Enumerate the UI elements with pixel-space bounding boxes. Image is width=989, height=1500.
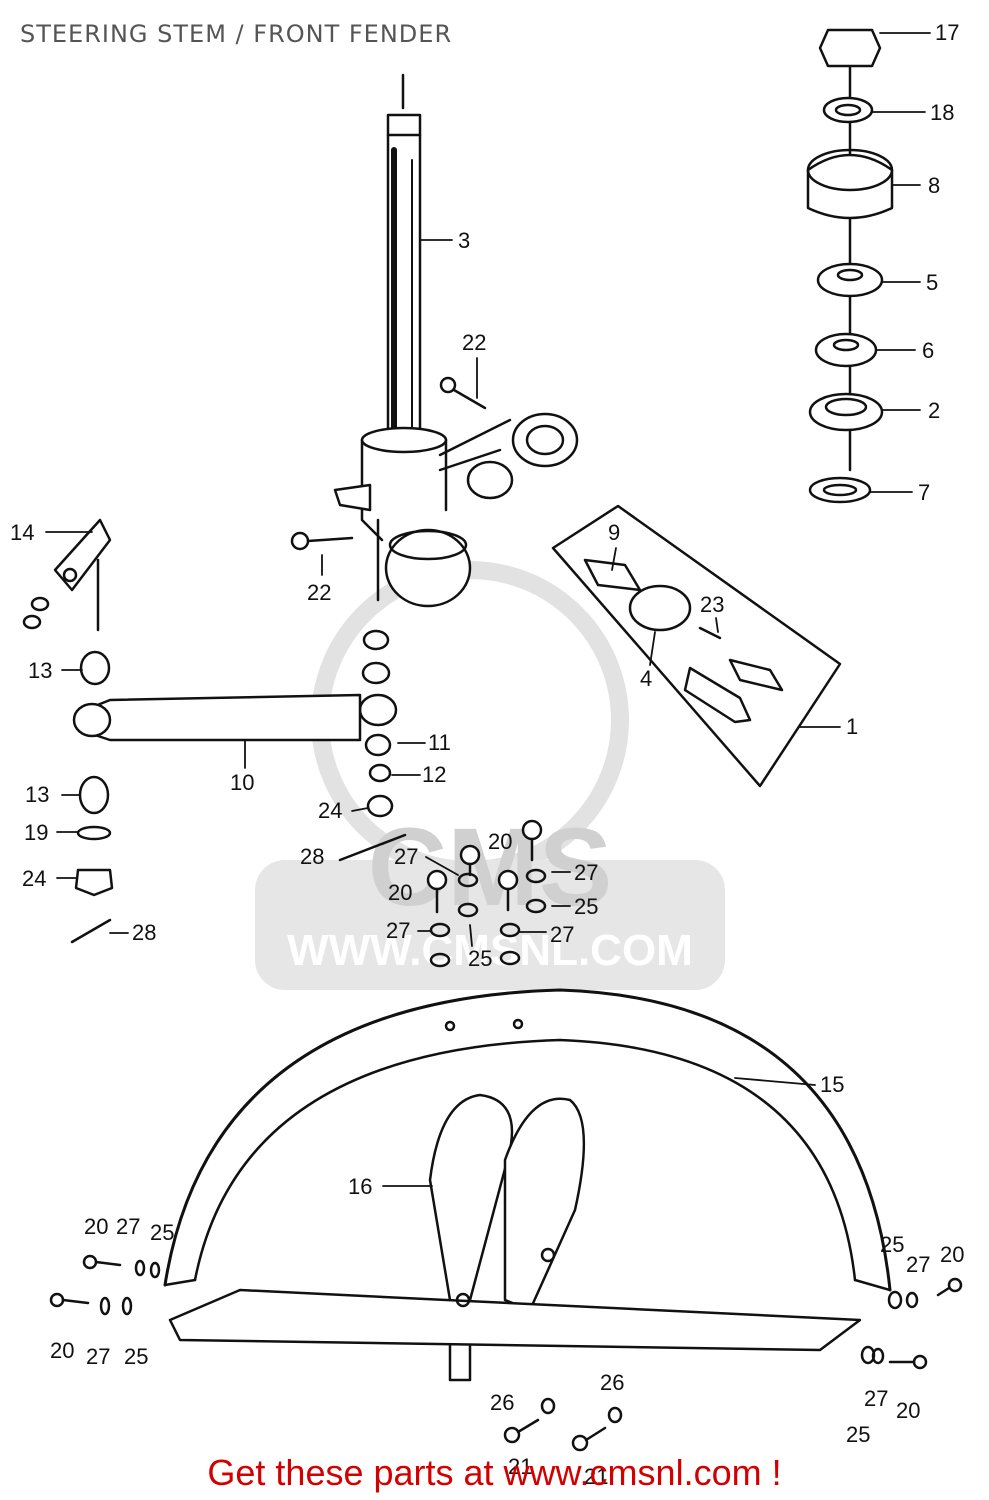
steering-bearing-stack (806, 28, 894, 504)
callout-25-f: 25 (846, 1422, 870, 1447)
callout-16: 16 (348, 1174, 372, 1199)
callout-4: 4 (640, 666, 652, 691)
callout-6: 6 (922, 338, 934, 363)
callout-27-c: 27 (386, 918, 410, 943)
watermark-brand: CMS (368, 806, 612, 929)
callout-1: 1 (846, 714, 858, 739)
callout-28-left: 28 (132, 920, 156, 945)
callout-17: 17 (935, 20, 959, 45)
callout-22-lower: 22 (307, 580, 331, 605)
fender-side-bolts (49, 1254, 963, 1452)
callout-25-b: 25 (468, 946, 492, 971)
bolt-cluster (426, 819, 547, 968)
callout-3: 3 (458, 228, 470, 253)
front-fender (163, 988, 892, 1292)
callout-20-b: 20 (388, 880, 412, 905)
callout-27-f: 27 (86, 1344, 110, 1369)
callout-12: 12 (422, 762, 446, 787)
steering-stem (333, 73, 579, 608)
callout-5: 5 (926, 270, 938, 295)
callout-23: 23 (700, 592, 724, 617)
watermark-logo: CMS WWW.CMSNL.COM (255, 561, 725, 990)
callout-24-upper: 24 (318, 798, 342, 823)
callout-18: 18 (930, 100, 954, 125)
callout-27-b: 27 (574, 860, 598, 885)
callout-27-e: 27 (116, 1214, 140, 1239)
callout-25-e: 25 (880, 1232, 904, 1257)
fender-stay (168, 1093, 862, 1382)
callout-20-c: 20 (84, 1214, 108, 1239)
callout-8: 8 (928, 173, 940, 198)
callout-10: 10 (230, 770, 254, 795)
callout-25-a: 25 (574, 894, 598, 919)
callout-25-d: 25 (124, 1344, 148, 1369)
callout-20-f: 20 (896, 1398, 920, 1423)
callout-20-e: 20 (940, 1242, 964, 1267)
callout-27-g: 27 (906, 1252, 930, 1277)
callout-27-h: 27 (864, 1386, 888, 1411)
callout-15: 15 (820, 1072, 844, 1097)
callout-7: 7 (918, 480, 930, 505)
leader-lines (45, 32, 931, 1187)
footer-cta-link[interactable]: Get these parts at www.cmsnl.com ! (207, 1452, 782, 1493)
callout-27-d: 27 (550, 922, 574, 947)
bolt-22-upper (439, 376, 487, 410)
callout-2: 2 (928, 398, 940, 423)
callout-21-b: 21 (584, 1464, 608, 1489)
callout-20-d: 20 (50, 1338, 74, 1363)
callout-24-lower: 24 (22, 866, 46, 891)
callout-22-upper: 22 (462, 330, 486, 355)
callout-13-upper: 13 (28, 658, 52, 683)
callout-9: 9 (608, 520, 620, 545)
callout-25-c: 25 (150, 1220, 174, 1245)
callout-27-a: 27 (394, 844, 418, 869)
callout-11: 11 (428, 730, 451, 755)
page-title: STEERING STEM / FRONT FENDER (20, 20, 453, 48)
stem-lower-hardware (358, 629, 398, 818)
bolt-22-lower (290, 531, 354, 551)
callout-28-center: 28 (300, 844, 324, 869)
callout-labels: 17 18 8 5 6 2 7 3 22 22 9 23 4 1 14 13 1… (10, 20, 964, 1489)
callout-20-a: 20 (488, 829, 512, 854)
callout-19: 19 (24, 820, 48, 845)
callout-26-a: 26 (490, 1390, 514, 1415)
callout-21-a: 21 (508, 1454, 532, 1479)
watermark-url: WWW.CMSNL.COM (287, 926, 693, 975)
callout-14: 14 (10, 520, 34, 545)
fork-stopper-arm (22, 518, 407, 944)
ignition-kit-box (551, 504, 842, 788)
callout-13-lower: 13 (25, 782, 49, 807)
callout-26-b: 26 (600, 1370, 624, 1395)
